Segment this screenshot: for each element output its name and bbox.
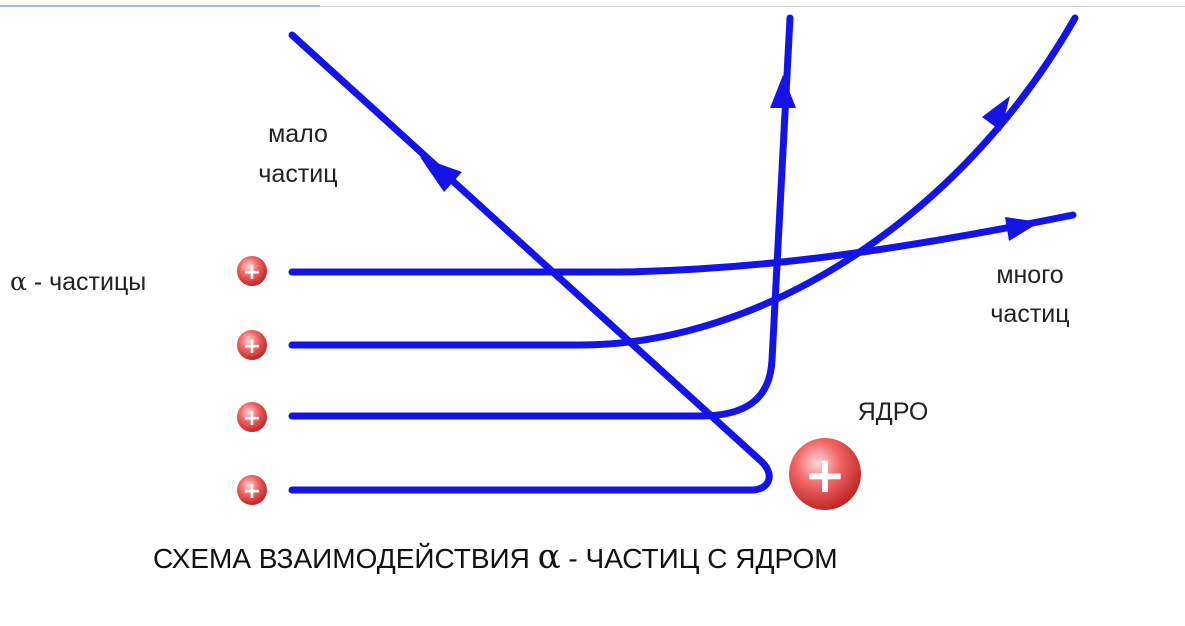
- trajectory-backscattered: [288, 31, 773, 494]
- alpha-symbol: α: [10, 267, 27, 296]
- trajectory-deflected-right: [288, 14, 1079, 349]
- arrow-backscattered: [420, 157, 462, 192]
- arrow-up: [770, 75, 796, 108]
- caption-part1: СХЕМА ВЗАИМОДЕЙСТВИЯ: [153, 543, 538, 574]
- alpha-particles-label: α - частицы: [10, 267, 146, 296]
- trajectory-deflected-up: [288, 14, 794, 420]
- few-particles-label-line1: мало: [268, 120, 328, 148]
- top-border-accent: [0, 5, 320, 7]
- nucleus: +: [789, 438, 861, 510]
- svg-text:+: +: [243, 334, 261, 359]
- many-particles-label-line2: частиц: [990, 300, 1069, 328]
- caption-part2: - ЧАСТИЦ С ЯДРОМ: [561, 543, 838, 574]
- svg-text:+: +: [243, 406, 261, 431]
- alpha-particle: +: [237, 330, 267, 360]
- alpha-particle: +: [237, 256, 267, 286]
- nucleus-label: ЯДРО: [858, 398, 929, 426]
- few-particles-label-line2: частиц: [258, 160, 337, 188]
- alpha-particles-text: - частицы: [27, 268, 146, 296]
- svg-text:+: +: [243, 260, 261, 285]
- many-particles-label-line1: много: [996, 261, 1063, 289]
- top-border: [0, 6, 1185, 7]
- alpha-particle: +: [237, 402, 267, 432]
- svg-text:+: +: [243, 479, 261, 504]
- trajectory-straight: [288, 211, 1077, 276]
- arrow-deflected-right: [982, 96, 1010, 131]
- alpha-particle: +: [237, 475, 267, 505]
- diagram-caption: СХЕМА ВЗАИМОДЕЙСТВИЯ α - ЧАСТИЦ С ЯДРОМ: [153, 537, 838, 577]
- svg-text:+: +: [804, 446, 846, 504]
- caption-alpha: α: [538, 537, 561, 577]
- arrow-straight: [1005, 217, 1040, 241]
